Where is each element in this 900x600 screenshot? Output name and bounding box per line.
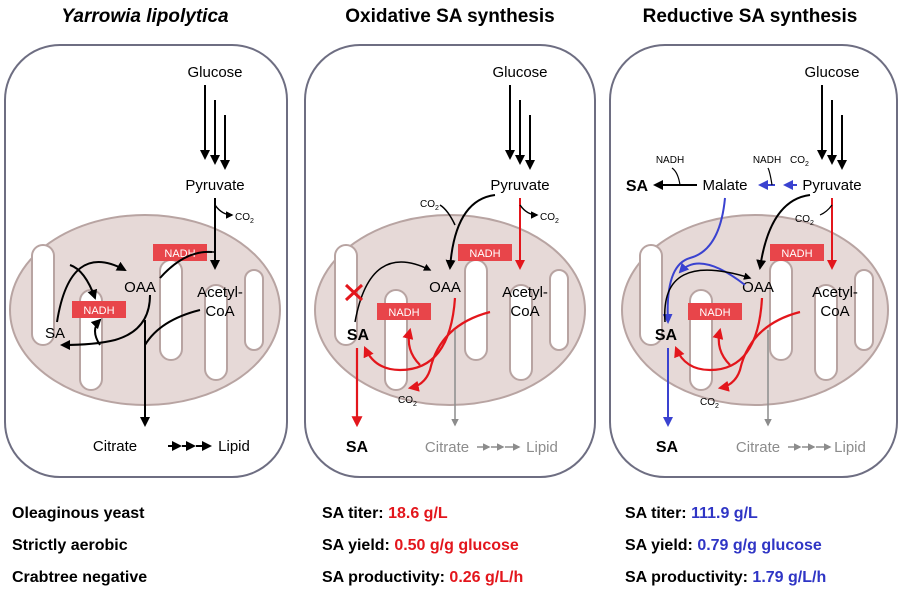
blocked-cross-icon bbox=[344, 283, 364, 302]
nadh-label: NADH bbox=[781, 248, 812, 260]
citrate-label: Citrate bbox=[425, 439, 469, 456]
co2-label-2: CO2 bbox=[420, 199, 439, 212]
nadh-box bbox=[153, 244, 207, 261]
nadh-box-2 bbox=[688, 303, 742, 320]
nadh-box bbox=[458, 244, 512, 261]
nadh-label-2: NADH bbox=[83, 305, 114, 317]
co2-label: CO2 bbox=[795, 214, 814, 227]
lipid-label: Lipid bbox=[526, 439, 558, 456]
sa-label: SA bbox=[655, 327, 678, 344]
glucose-label: Glucose bbox=[492, 64, 547, 81]
sa-titer-middle: SA titer: 18.6 g/L bbox=[322, 505, 448, 522]
tca-arrows bbox=[56, 250, 213, 427]
coa-label: CoA bbox=[820, 303, 849, 320]
info-left-1: Oleaginous yeast bbox=[12, 505, 145, 522]
citrate-label: Citrate bbox=[736, 439, 780, 456]
acetyl-label: Acetyl- bbox=[812, 284, 858, 301]
sa-productivity-right: SA productivity: 1.79 g/L/h bbox=[625, 569, 827, 586]
citrate-label: Citrate bbox=[93, 438, 137, 455]
lipid-label: Lipid bbox=[834, 439, 866, 456]
sa-label: SA bbox=[45, 325, 65, 342]
nadh-label: NADH bbox=[164, 248, 195, 260]
acetyl-label: Acetyl- bbox=[197, 284, 243, 301]
nadh-label-top-2: NADH bbox=[753, 155, 781, 166]
panel-title-middle: Oxidative SA synthesis bbox=[345, 6, 555, 27]
glycolysis-arrows bbox=[200, 85, 230, 170]
mito-cristae bbox=[639, 244, 874, 391]
acetyl-label: Acetyl- bbox=[502, 284, 548, 301]
sa-titer-value: 111.9 g/L bbox=[691, 505, 758, 522]
panel-right: Glucose Pyruvate Malate NADH NADH CO2 SA… bbox=[609, 44, 898, 478]
lipid-label: Lipid bbox=[218, 438, 250, 455]
panel-left: Glucose Pyruvate CO2 NADH OAA Acetyl- Co… bbox=[4, 44, 288, 478]
sa-titer-value: 18.6 g/L bbox=[388, 505, 448, 522]
panel-title-right: Reductive SA synthesis bbox=[642, 6, 858, 27]
glucose-label: Glucose bbox=[187, 64, 242, 81]
glucose-label: Glucose bbox=[804, 64, 859, 81]
mito-cristae bbox=[31, 244, 264, 391]
malate-label: Malate bbox=[702, 177, 747, 194]
info-left-3: Crabtree negative bbox=[12, 569, 148, 586]
sa-export-label: SA bbox=[346, 439, 369, 456]
sa-yield-value: 0.50 g/g glucose bbox=[394, 537, 519, 554]
sa-yield-value: 0.79 g/g glucose bbox=[697, 537, 822, 554]
sa-label: SA bbox=[347, 327, 370, 344]
oaa-label: OAA bbox=[742, 279, 774, 296]
co2-label-2: CO2 bbox=[700, 397, 719, 410]
nadh-label-top: NADH bbox=[656, 155, 684, 166]
nadh-box-2 bbox=[72, 301, 126, 318]
co2-label: CO2 bbox=[235, 212, 254, 225]
oxidative-route bbox=[351, 297, 491, 428]
sa-cytosol-label: SA bbox=[626, 178, 649, 195]
sa-export-label: SA bbox=[656, 439, 679, 456]
info-left-2: Strictly aerobic bbox=[12, 537, 128, 554]
nadh-label: NADH bbox=[469, 248, 500, 260]
panel-middle: Glucose Pyruvate CO2 CO2 NADH OAA Acetyl… bbox=[304, 44, 596, 478]
nadh-box bbox=[770, 244, 824, 261]
sa-yield-right: SA yield: 0.79 g/g glucose bbox=[625, 537, 822, 554]
co2-label-3: CO2 bbox=[398, 395, 417, 408]
oxidative-route bbox=[674, 297, 801, 392]
sa-yield-middle: SA yield: 0.50 g/g glucose bbox=[322, 537, 519, 554]
oaa-label: OAA bbox=[124, 279, 156, 296]
oaa-label: OAA bbox=[429, 279, 461, 296]
nadh-label-2: NADH bbox=[699, 307, 730, 319]
panel-title-left: Yarrowia lipolytica bbox=[61, 6, 229, 27]
sa-titer-right: SA titer: 111.9 g/L bbox=[625, 505, 758, 522]
sa-productivity-value: 0.26 g/L/h bbox=[449, 569, 524, 586]
coa-label: CoA bbox=[510, 303, 539, 320]
sa-productivity-middle: SA productivity: 0.26 g/L/h bbox=[322, 569, 524, 586]
co2-label-top: CO2 bbox=[790, 155, 809, 168]
pyruvate-label: Pyruvate bbox=[490, 177, 549, 194]
coa-label: CoA bbox=[205, 303, 234, 320]
nadh-label-2: NADH bbox=[388, 307, 419, 319]
nadh-box-2 bbox=[377, 303, 431, 320]
pyruvate-label: Pyruvate bbox=[185, 177, 244, 194]
co2-label: CO2 bbox=[540, 212, 559, 225]
pyruvate-label: Pyruvate bbox=[802, 177, 861, 194]
sa-productivity-value: 1.79 g/L/h bbox=[752, 569, 827, 586]
